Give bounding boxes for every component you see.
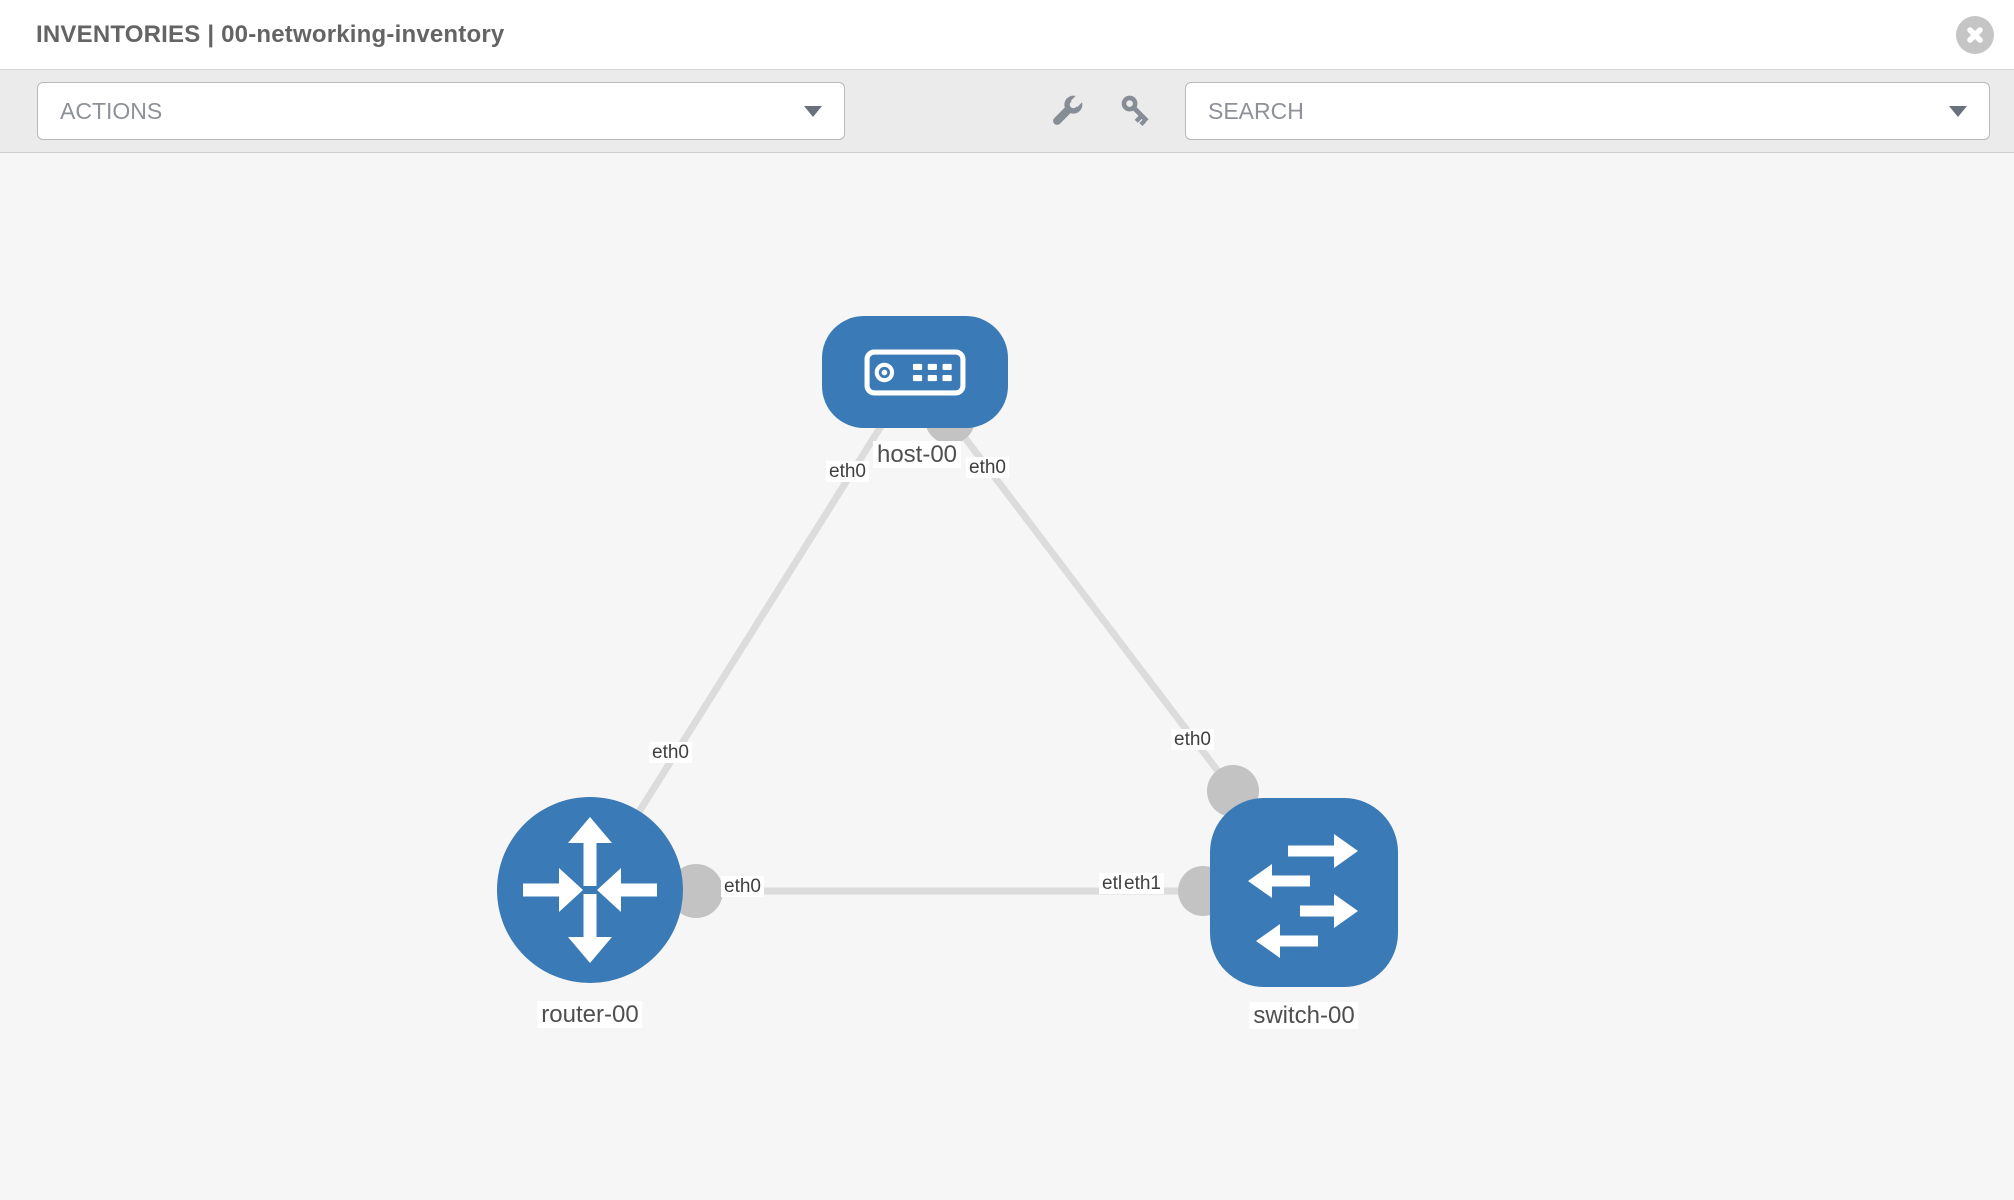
actions-dropdown-label: ACTIONS (60, 97, 163, 124)
iface-label-host-eth0-to-switch: eth0 (966, 457, 1009, 478)
iface-label-host-eth0-to-router: eth0 (826, 461, 869, 482)
toolbar: ACTIONS (0, 70, 2014, 153)
topology-links-layer (587, 369, 1259, 918)
node-host-00[interactable] (822, 316, 1008, 428)
search-dropdown[interactable]: SEARCH (1185, 82, 1990, 140)
iface-label-router-eth0-to-switch: eth0 (721, 876, 764, 897)
x-icon (1967, 26, 1983, 43)
header: INVENTORIES | 00-networking-inventory (0, 0, 2014, 70)
node-router-00[interactable] (497, 797, 683, 983)
iface-label-switch-eth1-to-router: eth1 (1121, 873, 1164, 894)
link-host-router (587, 370, 918, 892)
chevron-down-icon (804, 105, 822, 117)
switch-arrows-icon (1248, 833, 1358, 958)
actions-dropdown[interactable]: ACTIONS (37, 82, 845, 140)
search-dropdown-label: SEARCH (1208, 97, 1304, 124)
server-icon (864, 349, 966, 395)
node-label-host-00: host-00 (872, 441, 962, 468)
node-switch-00[interactable] (1210, 798, 1398, 987)
iface-label-router-eth0-to-host: eth0 (649, 742, 692, 763)
configure-button[interactable] (1047, 91, 1087, 131)
link-host-switch (912, 369, 1236, 794)
router-arrows-icon (523, 817, 657, 963)
credentials-button[interactable] (1117, 91, 1157, 131)
topology-canvas[interactable]: host-00 router-00 switch-00 eth0 eth0 et… (0, 153, 2014, 1200)
toolbar-icon-group (1047, 91, 1157, 131)
iface-label-switch-eth0-to-host: eth0 (1171, 729, 1214, 750)
close-button[interactable] (1956, 15, 1994, 54)
port-router-eth0 (669, 864, 723, 918)
page-title: INVENTORIES | 00-networking-inventory (36, 20, 505, 48)
key-icon (1121, 95, 1149, 126)
wrench-icon (1053, 93, 1085, 125)
chevron-down-icon (1949, 105, 1967, 117)
node-label-switch-00: switch-00 (1249, 1002, 1359, 1029)
node-label-router-00: router-00 (537, 1001, 643, 1028)
